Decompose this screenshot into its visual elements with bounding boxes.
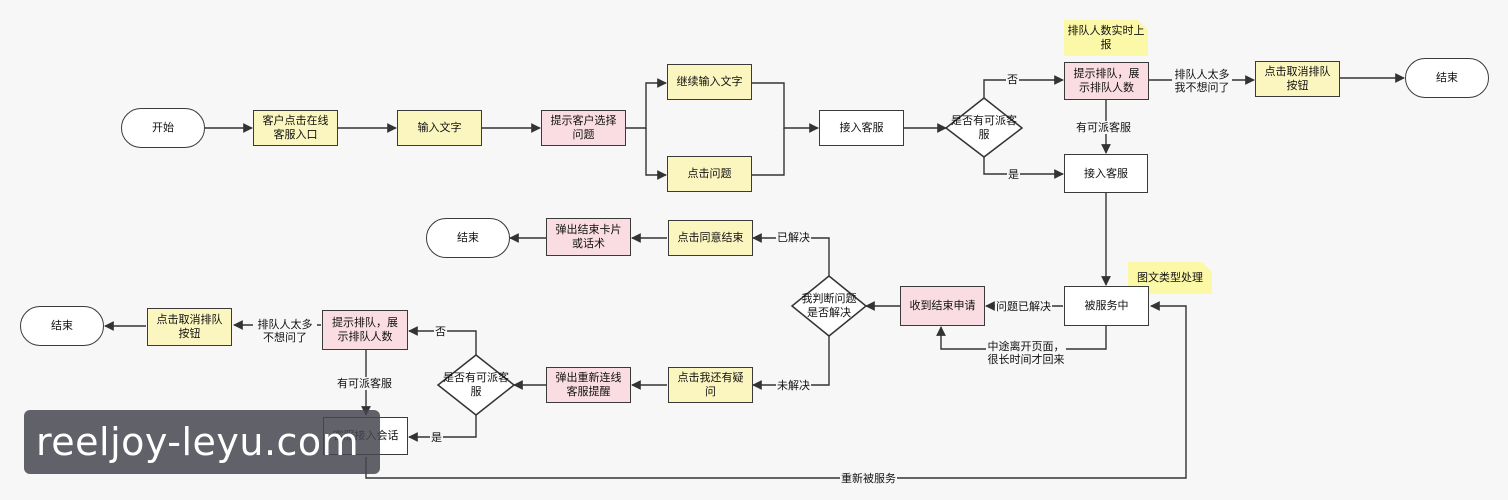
click-agree-end-node: 点击同意结束 bbox=[668, 220, 753, 256]
connect-service-node-2: 接入客服 bbox=[1064, 154, 1148, 193]
cancel-queue-node-1: 点击取消排队按钮 bbox=[1255, 61, 1340, 97]
edge-decision1-no bbox=[983, 75, 1064, 98]
edge-decision3-no bbox=[408, 326, 477, 355]
decision-diamond-1 bbox=[944, 97, 1024, 158]
decision-diamond-2 bbox=[790, 275, 868, 337]
popup-reconnect-node: 弹出重新连线客服提醒 bbox=[546, 367, 631, 403]
queue-prompt-node-2: 提示排队，展示排队人数 bbox=[322, 310, 408, 350]
input-text-node: 输入文字 bbox=[397, 110, 482, 146]
edge-prompt-continue bbox=[626, 78, 667, 129]
edge-label-too-many-2: 排队人太多不想问了 bbox=[253, 318, 317, 344]
being-served-node: 被服务中 bbox=[1064, 286, 1149, 326]
edge-label-re-served: 重新被服务 bbox=[840, 472, 897, 485]
click-question-node: 点击问题 bbox=[667, 156, 752, 192]
continue-input-node: 继续输入文字 bbox=[667, 64, 752, 100]
edge-label-no-1: 否 bbox=[1006, 73, 1019, 86]
connect-service-node-1: 接入客服 bbox=[819, 110, 904, 146]
decision-3-label: 是否有可派客服 bbox=[443, 371, 509, 398]
edge-continue-connect bbox=[752, 82, 819, 133]
edge-label-left-page: 中途离开页面，很长时间才回来 bbox=[986, 340, 1066, 366]
click-still-question-node: 点击我还有疑问 bbox=[668, 367, 753, 403]
edge-label-solved: 已解决 bbox=[776, 231, 811, 244]
edge-label-unsolved: 未解决 bbox=[776, 379, 811, 392]
edge-label-resolved: 问题已解决 bbox=[995, 300, 1052, 313]
end-node-3: 结束 bbox=[20, 306, 104, 346]
receive-end-node: 收到结束申请 bbox=[900, 286, 985, 326]
queue-realtime-note: 排队人数实时上报 bbox=[1064, 20, 1148, 56]
edge-label-no-2: 否 bbox=[434, 325, 447, 338]
edge-label-has-agent-2: 有可派客服 bbox=[336, 377, 393, 390]
edge-prompt-clickq bbox=[645, 128, 667, 180]
end-node-2: 结束 bbox=[426, 218, 510, 258]
decision-2-label: 我判断问题是否解决 bbox=[801, 292, 857, 319]
end-node-1: 结束 bbox=[1405, 58, 1489, 98]
decision-diamond-3 bbox=[436, 354, 516, 416]
edge-clickq-connect bbox=[752, 128, 785, 176]
prompt-choose-node: 提示客户选择问题 bbox=[541, 110, 626, 146]
click-entry-node: 客户点击在线客服入口 bbox=[253, 110, 338, 146]
start-node: 开始 bbox=[121, 108, 205, 148]
edge-label-too-many-1: 排队人太多我不想问了 bbox=[1172, 68, 1232, 94]
edge-decision2-unsolved bbox=[752, 336, 830, 390]
edge-label-has-agent-1: 有可派客服 bbox=[1075, 121, 1132, 134]
edge-decision1-yes bbox=[983, 157, 1064, 179]
decision-1-label: 是否有可派客服 bbox=[951, 114, 1017, 141]
watermark: reeljoy-leyu.com bbox=[24, 410, 380, 474]
edge-label-yes-2: 是 bbox=[430, 431, 443, 444]
queue-prompt-node-1: 提示排队，展示排队人数 bbox=[1064, 62, 1149, 100]
edge-label-yes-1: 是 bbox=[1007, 168, 1020, 181]
cancel-queue-node-2: 点击取消排队按钮 bbox=[147, 308, 232, 346]
popup-end-card-node: 弹出结束卡片或话术 bbox=[546, 218, 631, 256]
